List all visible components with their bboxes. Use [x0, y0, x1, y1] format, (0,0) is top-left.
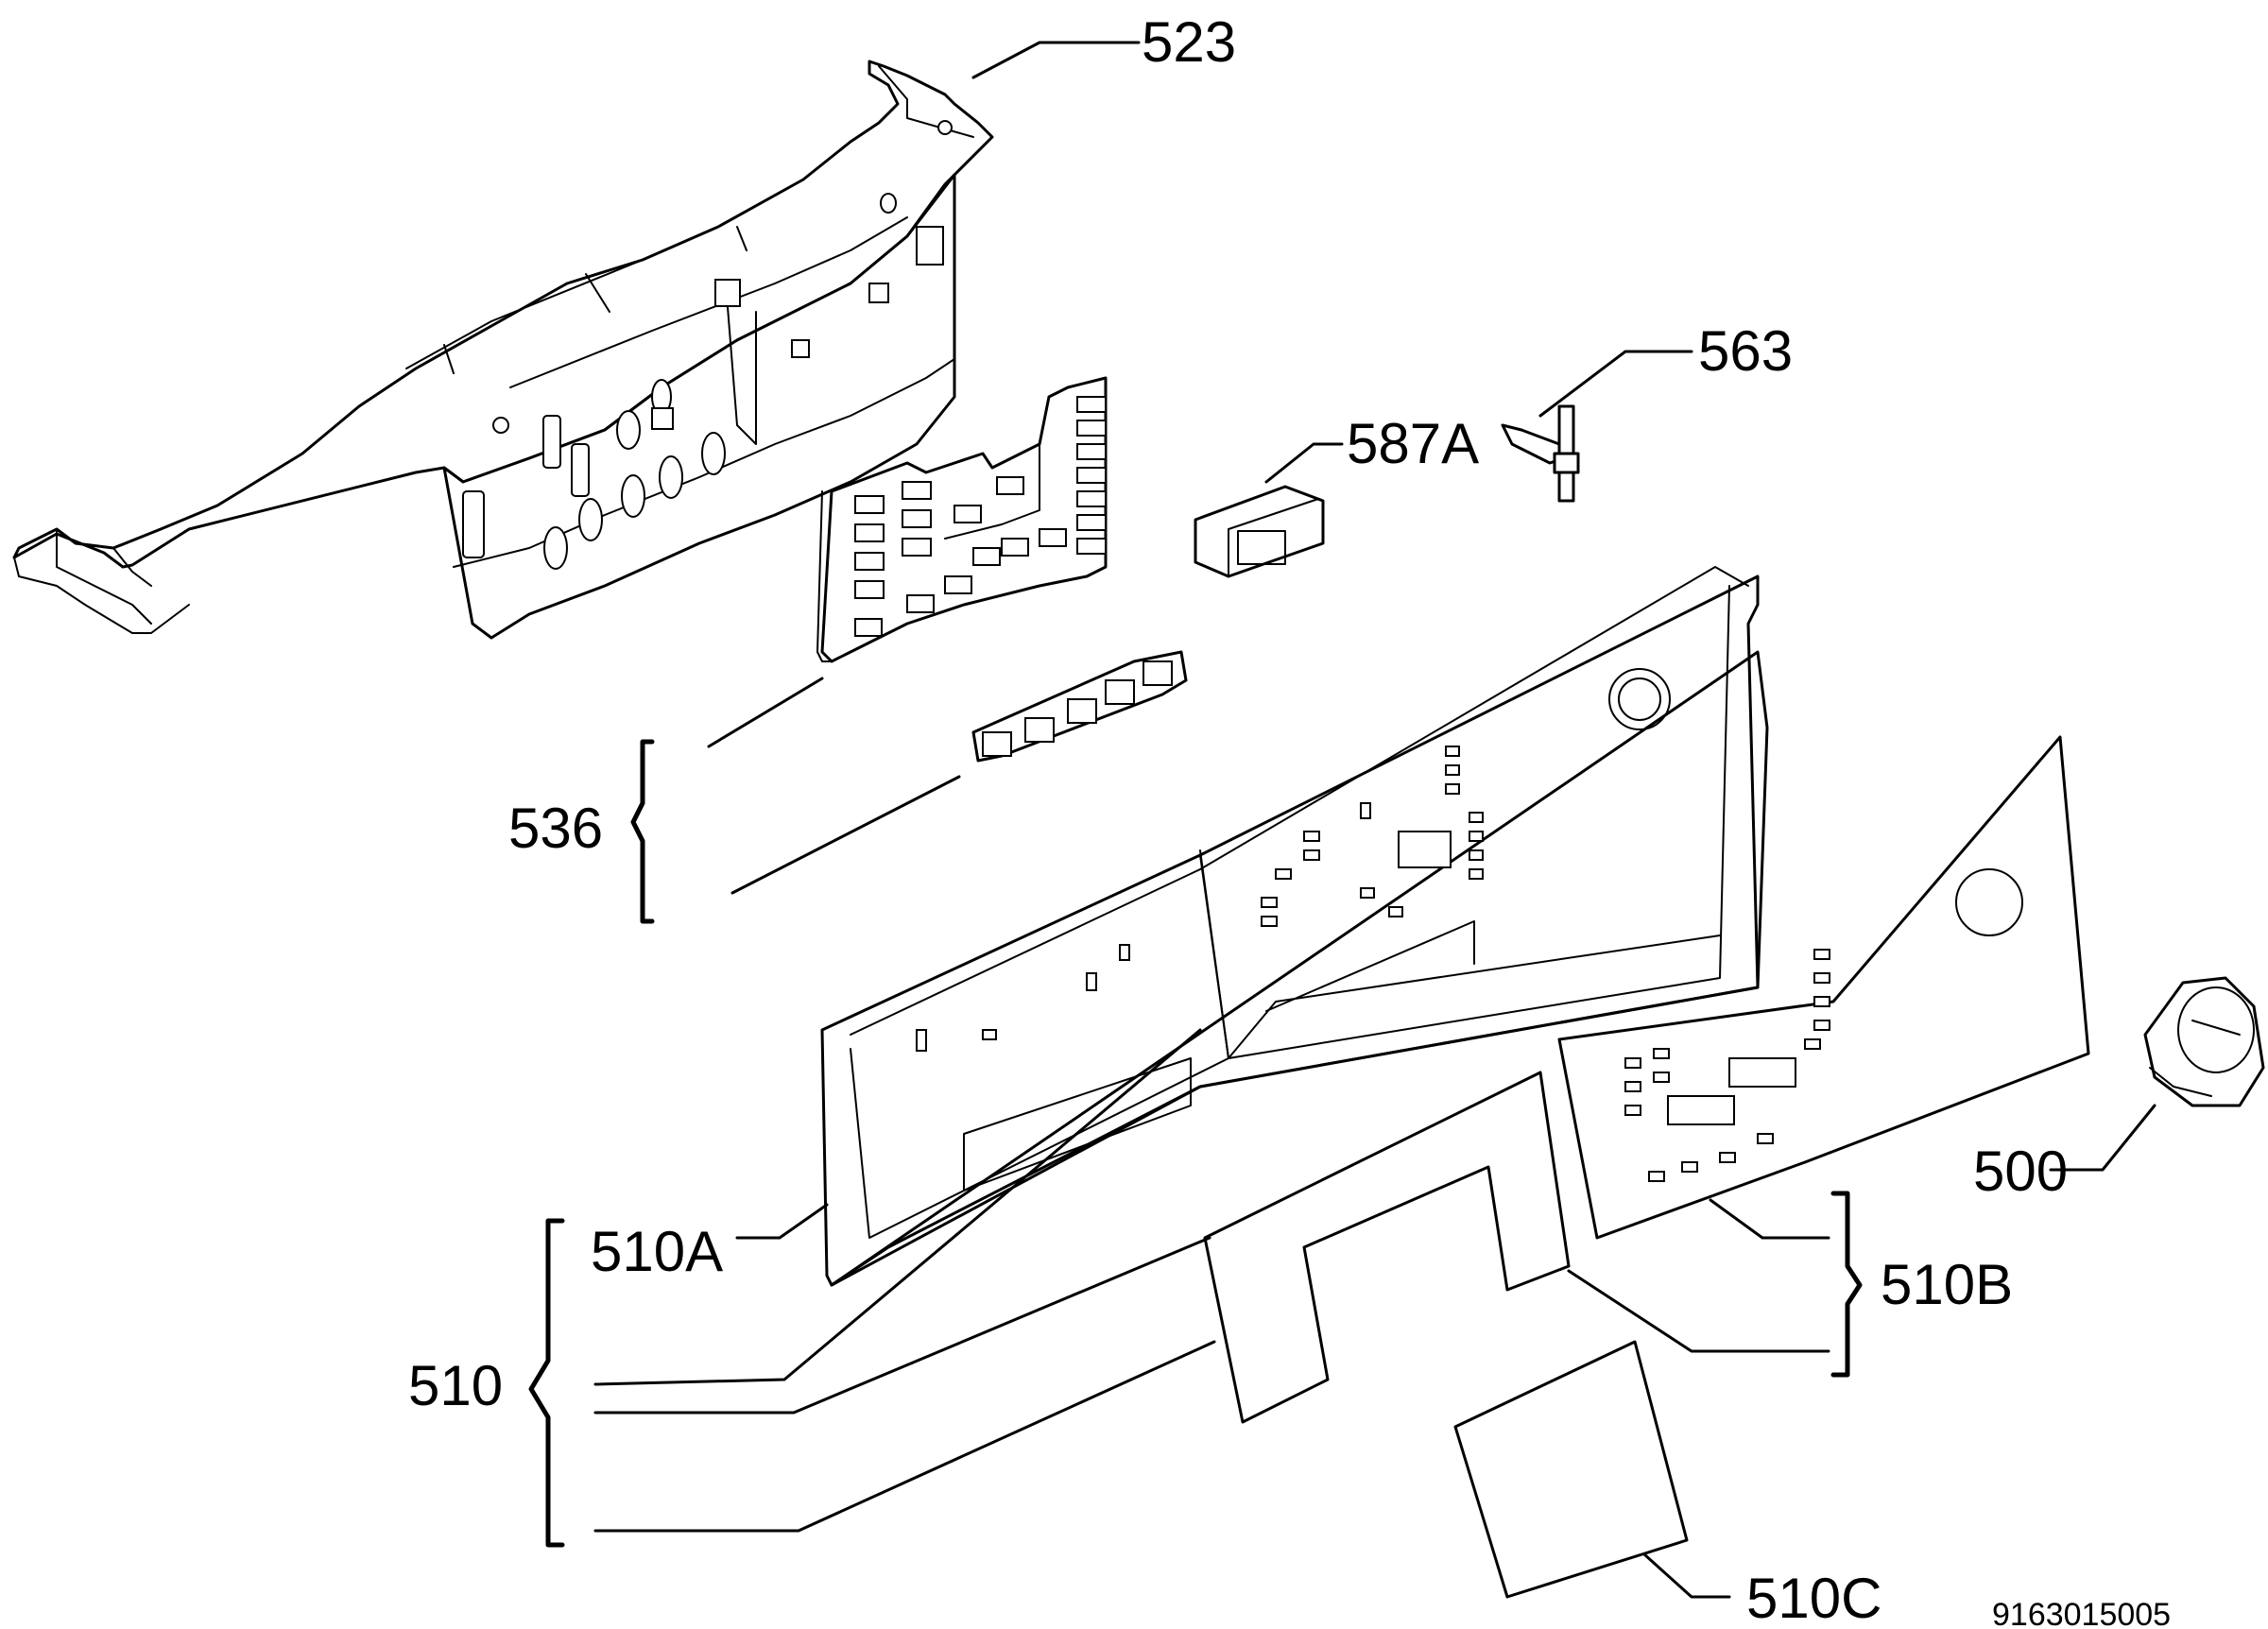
- leader-lines: [528, 41, 2156, 1599]
- label-500: 500: [1973, 1140, 2068, 1203]
- overlay-decal-510b: [1557, 735, 2090, 1240]
- label-510: 510: [408, 1354, 503, 1417]
- document-number: 9163015005: [1992, 1597, 2171, 1629]
- label-587a: 587A: [1347, 412, 1479, 475]
- circuit-board-536: [816, 376, 1188, 763]
- square-panel-510c: [1453, 1340, 1689, 1599]
- u-panel: [1203, 1071, 1571, 1424]
- label-510a: 510A: [591, 1220, 723, 1283]
- knob-500: [2143, 976, 2265, 1107]
- label-510c: 510C: [1746, 1567, 1881, 1629]
- label-563: 563: [1698, 319, 1793, 383]
- bracket-523: [12, 60, 994, 640]
- label-523: 523: [1142, 10, 1236, 74]
- label-510b: 510B: [1881, 1253, 2013, 1316]
- label-536: 536: [508, 797, 603, 860]
- display-587a: [1194, 485, 1325, 578]
- part-labels: 523 563 587A 536 510A 510 500 510B 510C …: [408, 10, 2171, 1629]
- fascia-panel-510a: [820, 566, 1769, 1287]
- pin-563: [1501, 404, 1580, 503]
